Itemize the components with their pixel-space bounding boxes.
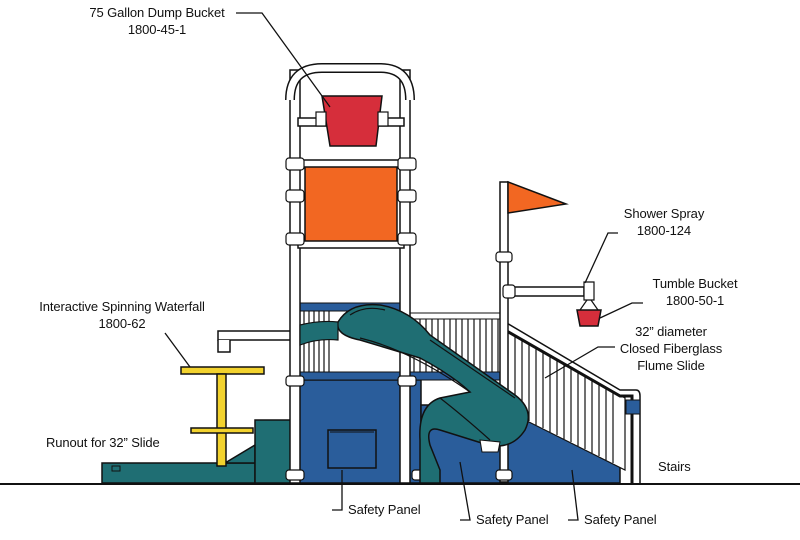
dump-bucket-part-number: 1800-45-1 [127, 22, 187, 37]
flume-slide-label: 32” diameter Closed Fiberglass Flume Sli… [612, 323, 730, 374]
spinning-waterfall [180, 330, 304, 467]
tumble-bucket-name: Tumble Bucket [652, 276, 738, 291]
shower-spray-part-number: 1800-124 [636, 223, 692, 238]
runout-name: Runout for 32” Slide [46, 435, 160, 450]
shower-spray-label: Shower Spray 1800-124 [618, 205, 710, 239]
flag-pole [495, 180, 595, 483]
runout [101, 419, 301, 484]
leader-safety-panel-2 [459, 461, 471, 521]
safety-panel-name: Safety Panel [476, 512, 549, 527]
flume-slide-diameter: 32” diameter [635, 324, 707, 339]
stairs [504, 321, 641, 483]
waterfall-part-number: 1800-62 [98, 316, 146, 331]
flume-slide-material: Closed Fiberglass [619, 341, 723, 356]
dump-bucket-name: 75 Gallon Dump Bucket [89, 5, 225, 20]
leader-lines [164, 12, 643, 521]
orange-panel [304, 166, 398, 242]
safety-panel-label-2: Safety Panel [476, 511, 549, 528]
dump-bucket-label: 75 Gallon Dump Bucket 1800-45-1 [82, 4, 232, 38]
tumble-bucket-label: Tumble Bucket 1800-50-1 [640, 275, 750, 309]
runout-label: Runout for 32” Slide [46, 434, 160, 451]
leader-tumble-bucket [599, 302, 643, 319]
leader-shower-spray [584, 232, 618, 284]
leader-dump-bucket [236, 12, 331, 108]
leader-waterfall [164, 332, 191, 368]
tower-posts [285, 63, 431, 484]
stairs-name: Stairs [658, 459, 691, 474]
waterfall-name: Interactive Spinning Waterfall [39, 299, 205, 314]
tumble-bucket-part-number: 1800-50-1 [665, 293, 725, 308]
dump-bucket [315, 95, 389, 147]
safety-panel-label-1: Safety Panel [348, 501, 421, 518]
leader-flume-slide [544, 346, 615, 379]
shower-spray-name: Shower Spray [623, 206, 705, 221]
safety-panel-name: Safety Panel [348, 502, 421, 517]
tumble-bucket [576, 299, 602, 327]
stairs-label: Stairs [658, 458, 691, 475]
leader-safety-panel-3 [568, 469, 579, 521]
safety-panel-name: Safety Panel [584, 512, 657, 527]
flume-slide [299, 303, 530, 484]
leader-safety-panel-1 [332, 470, 343, 511]
flume-slide-name: Flume Slide [637, 358, 705, 373]
waterfall-label: Interactive Spinning Waterfall 1800-62 [36, 298, 208, 332]
safety-panel-label-3: Safety Panel [584, 511, 657, 528]
